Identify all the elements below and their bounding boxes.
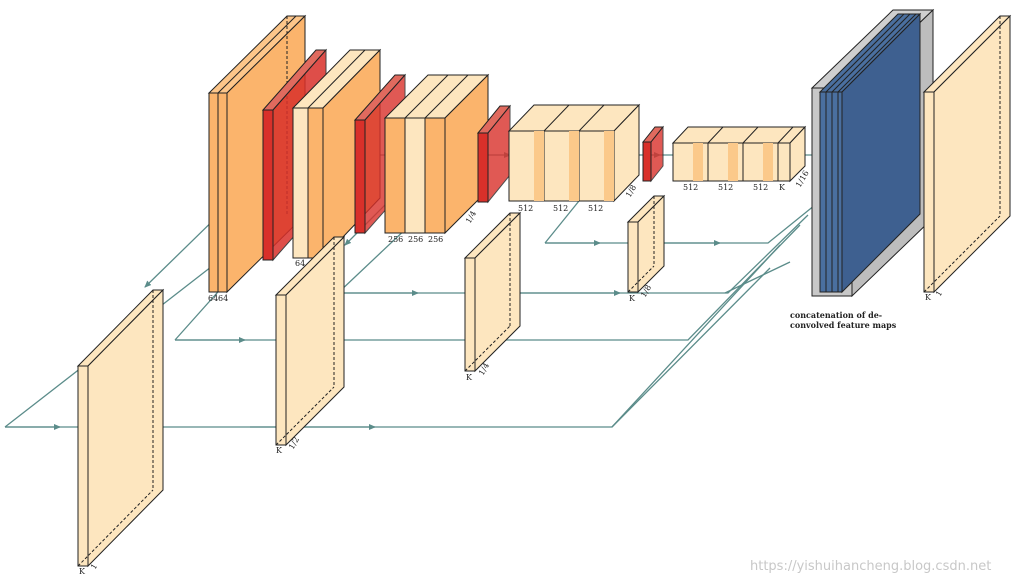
concat-caption-line2: convolved feature maps — [790, 320, 897, 330]
block5-label-b: 512 — [718, 183, 733, 192]
connection-line — [545, 204, 816, 244]
side-output-3 — [463, 211, 522, 373]
block5-out-label: K — [779, 183, 786, 192]
encoder-block-5 — [671, 125, 807, 183]
block5-label-c: 512 — [753, 183, 768, 192]
connection-line — [724, 261, 791, 294]
side1-channels: K — [79, 567, 86, 576]
side-output-2 — [274, 235, 346, 447]
encoder-block-3 — [383, 73, 512, 235]
concatenation-stack — [810, 8, 935, 298]
block2-label-a: 64 — [295, 259, 305, 268]
connection-line — [337, 224, 411, 294]
final-scale: 1 — [934, 289, 944, 298]
block4-label-a: 512 — [518, 204, 533, 213]
side3-channels: K — [466, 373, 473, 382]
block1-label-b: 64 — [218, 294, 228, 303]
block3-label-c: 256 — [428, 235, 443, 244]
concat-caption-line1: concatenation of de- — [790, 310, 882, 320]
side4-channels: K — [629, 294, 636, 303]
block4-label-c: 512 — [588, 204, 603, 213]
block1-label-a: 64 — [208, 294, 218, 303]
block3-label-b: 256 — [408, 235, 423, 244]
final-channels: K — [925, 293, 932, 302]
block3-label-a: 256 — [388, 235, 403, 244]
encoder-block-4 — [507, 103, 665, 203]
side2-channels: K — [276, 446, 283, 455]
side-output-4 — [626, 194, 666, 294]
connection-line — [175, 224, 801, 341]
connection-line — [611, 267, 771, 428]
watermark: https://yishuihancheng.blog.csdn.net — [750, 559, 991, 574]
block4-label-b: 512 — [553, 204, 568, 213]
block5-label-a: 512 — [683, 183, 698, 192]
side1-scale: 1 — [89, 562, 99, 571]
side-output-1 — [76, 288, 165, 568]
final-output-map — [922, 14, 1012, 294]
